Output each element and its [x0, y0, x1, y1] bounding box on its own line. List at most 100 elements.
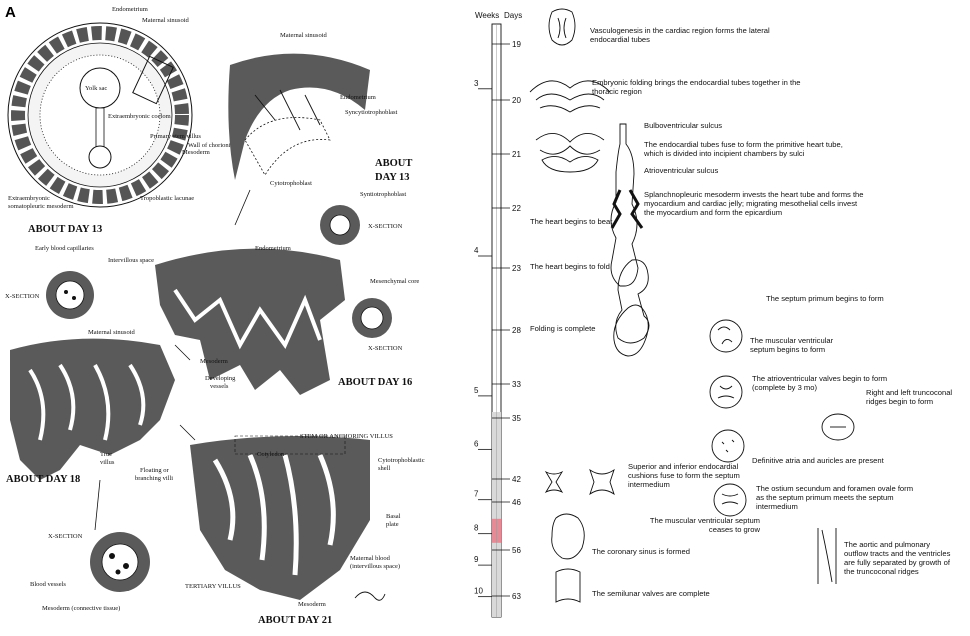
- stage-arrows: [94, 189, 251, 531]
- event-fold-text: The heart begins to fold: [530, 262, 610, 271]
- label-intervillous-space: Intervillous space: [108, 257, 154, 264]
- label-cytotrophoblastic-shell-2: shell: [378, 465, 390, 472]
- event-e20-text: Embryonic folding brings the endocardial…: [592, 78, 801, 96]
- event-muscular-vent: The muscular ventricular septum begins t…: [750, 336, 834, 354]
- event-septum-primum-text: The septum primum begins to form: [766, 294, 884, 303]
- event-truncoconal-text: Right and left truncoconal ridges begin …: [866, 388, 953, 406]
- label-stem-villus: STEM OR ANCHORING VILLUS: [300, 433, 393, 440]
- label-maternal-sinusoid-mid: Maternal sinusoid: [88, 329, 136, 336]
- day-label-23: 23: [512, 264, 521, 273]
- event-atria-text: Definitive atria and auricles are presen…: [752, 456, 884, 465]
- label-basal-plate-2: plate: [386, 521, 399, 528]
- label-mesoderm-connective: Mesoderm (connective tissue): [42, 605, 120, 612]
- label-mesenchymal-core: Mesenchymal core: [370, 278, 419, 285]
- week-label-9: 9: [474, 555, 479, 564]
- week-label-4: 4: [474, 246, 479, 255]
- week-label-5: 5: [474, 386, 479, 395]
- label-mesoderm: Mesoderm: [182, 149, 210, 156]
- event-av-valves-text: The atrioventricular valves begin to for…: [752, 374, 888, 392]
- artist-signature: [354, 591, 386, 601]
- event-folding-text: Folding is complete: [530, 324, 596, 333]
- panel-a-placenta-development: A Yolk sac Extraembryonic coelom Endomet…: [0, 0, 470, 636]
- event-muscular-vent-text: The muscular ventricular septum begins t…: [750, 336, 834, 354]
- panel-a-illustration: A Yolk sac Extraembryonic coelom Endomet…: [5, 4, 425, 626]
- event-splanch: Splanchnopleuric mesoderm invests the he…: [644, 190, 864, 217]
- day-label-46: 46: [512, 498, 521, 507]
- label-extraembryonic-coelom-1: Extraembryonic coelom: [108, 113, 171, 120]
- label-early-blood-capillaries: Early blood capillaries: [35, 245, 94, 252]
- event-atrio: Atrioventricular sulcus: [644, 166, 719, 175]
- label-about-day-13-left: ABOUT DAY 13: [28, 224, 102, 235]
- event-atria: Definitive atria and auricles are presen…: [752, 456, 884, 465]
- label-about-day13-right-2: DAY 13: [375, 172, 410, 183]
- panel-b-heart-timeline: B Weeks Days 192021222328333542465663345…: [470, 0, 970, 636]
- label-floating-villi-1: Floating or: [140, 467, 170, 474]
- panel-b-illustration: B Weeks Days 192021222328333542465663345…: [474, 8, 953, 618]
- event-beat: The heart begins to beat: [530, 217, 613, 226]
- label-maternal-blood-2: (intervillous space): [350, 563, 400, 570]
- label-tertiary-villus: TERTIARY VILLUS: [185, 583, 241, 590]
- week-label-6: 6: [474, 439, 479, 448]
- label-tropoblastic-lacunae: Tropoblastic lacunae: [140, 195, 194, 202]
- event-ostium-text: The ostium secundum and foramen ovale fo…: [756, 484, 914, 511]
- label-blood-vessels: Blood vessels: [30, 581, 66, 588]
- day-label-35: 35: [512, 414, 521, 423]
- event-bulbo-text: Bulboventricular sulcus: [644, 121, 723, 130]
- panel-a-letter: A: [5, 4, 16, 21]
- event-musc-cease: The muscular ventricular septum ceases t…: [650, 516, 760, 534]
- label-wall-chorionic-sac: Wall of chorionic sac: [188, 142, 243, 149]
- event-coronary: The coronary sinus is formed: [592, 547, 690, 556]
- week-label-10: 10: [474, 587, 483, 596]
- event-e19-text: Vasculogenesis in the cardiac region for…: [590, 26, 770, 44]
- label-mesoderm-mid: Mesoderm: [200, 358, 228, 365]
- timeline-bar: [491, 23, 502, 618]
- label-xsection-3: X-SECTION: [368, 345, 403, 352]
- label-yolk-sac: Yolk sac: [85, 85, 107, 92]
- event-cushions-text: Superior and inferior endocardial cushio…: [628, 462, 740, 489]
- label-cotyledon: Cotyledon: [257, 451, 285, 458]
- day-label-63: 63: [512, 592, 521, 601]
- event-beat-text: The heart begins to beat: [530, 217, 613, 226]
- day-label-22: 22: [512, 204, 521, 213]
- label-true-villus-2: villus: [100, 459, 115, 466]
- event-bulbo: Bulboventricular sulcus: [644, 121, 723, 130]
- label-syncytiotrophoblast: Syncytiotrophoblast: [345, 109, 398, 116]
- day-label-28: 28: [512, 326, 521, 335]
- day-label-56: 56: [512, 546, 521, 555]
- day-label-21: 21: [512, 150, 521, 159]
- label-floating-villi-2: branching villi: [135, 475, 173, 482]
- weeks-header: Weeks: [475, 11, 499, 20]
- event-e20: Embryonic folding brings the endocardial…: [592, 78, 801, 96]
- event-coronary-text: The coronary sinus is formed: [592, 547, 690, 556]
- label-maternal-blood-1: Maternal blood: [350, 555, 391, 562]
- label-cytotrophoblastic-shell-1: Cytotrophoblastic: [378, 457, 425, 464]
- event-labels: Vasculogenesis in the cardiac region for…: [530, 26, 953, 598]
- event-aortic-text: The aortic and pulmonary outflow tracts …: [844, 540, 951, 576]
- event-ostium: The ostium secundum and foramen ovale fo…: [756, 484, 914, 511]
- xsection-primary-villus: [320, 205, 360, 245]
- event-av-valves: The atrioventricular valves begin to for…: [752, 374, 888, 392]
- event-e19: Vasculogenesis in the cardiac region for…: [590, 26, 770, 44]
- label-primary-stem-villus: Primary stem villus: [150, 133, 201, 140]
- label-cytotrophoblast: Cytotrophoblast: [270, 180, 312, 187]
- event-truncoconal: Right and left truncoconal ridges begin …: [866, 388, 953, 406]
- label-about-day-21: ABOUT DAY 21: [258, 615, 332, 626]
- day13-chorionic-sac: [7, 22, 193, 208]
- event-atrio-text: Atrioventricular sulcus: [644, 166, 719, 175]
- event-aortic: The aortic and pulmonary outflow tracts …: [844, 540, 951, 576]
- event-septum-primum: The septum primum begins to form: [766, 294, 884, 303]
- day18-section: [10, 338, 175, 480]
- day13-wall-section: [228, 53, 370, 180]
- label-about-day13-right-1: ABOUT: [375, 158, 412, 169]
- days-header: Days: [504, 11, 522, 20]
- label-maternal-sinusoid: Maternal sinusoid: [142, 17, 190, 24]
- day21-section: [190, 435, 370, 600]
- label-mesoderm-bottom: Mesoderm: [298, 601, 326, 608]
- day-label-42: 42: [512, 475, 521, 484]
- day-label-19: 19: [512, 40, 521, 49]
- label-endometrium-mid: Endometrium: [255, 245, 291, 252]
- label-extraembryonic-somatopleuric-2: somatopleuric mesoderm: [8, 203, 74, 210]
- week-label-3: 3: [474, 79, 479, 88]
- xsection-secondary-villus: [46, 271, 94, 319]
